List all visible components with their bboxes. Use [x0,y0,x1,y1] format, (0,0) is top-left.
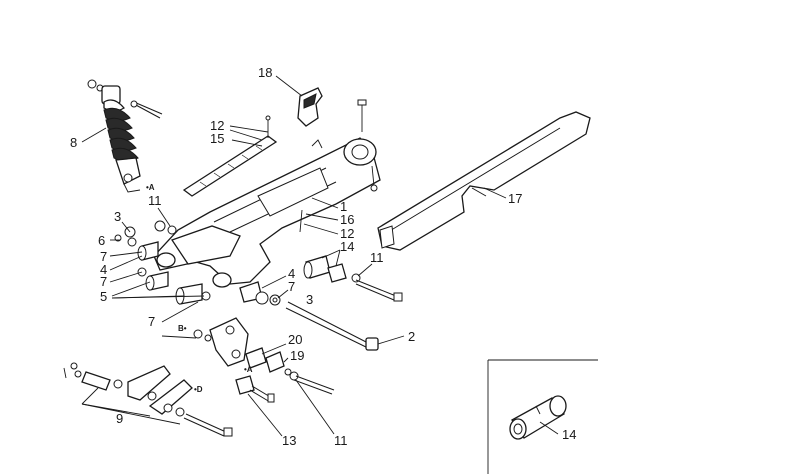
callout-11: 11 [370,250,384,265]
part-15-chain-slider [182,115,278,197]
callout-11: 11 [334,433,348,448]
part-8-shock-absorber [87,79,163,193]
callout-11: 11 [148,193,162,208]
callout-9: 9 [116,411,123,426]
callout-17: 17 [508,191,522,206]
part-9-link-rods [63,362,233,437]
left-bushings [114,220,211,305]
callout-12: 12 [210,118,224,133]
callout-6: 6 [98,233,105,248]
marker-b: B• [178,324,187,333]
part-2-axle-bolt [285,301,379,351]
callout-16: 16 [340,212,354,227]
reference-markers: •A B• •A •D [146,183,253,394]
callout-7: 7 [288,279,295,294]
marker-d: •D [194,385,203,394]
callout-5: 5 [100,289,107,304]
part-13-bolt [235,375,275,403]
marker-a: •A [146,183,155,192]
callout-14: 14 [562,427,576,442]
linkage-rocker [193,317,335,395]
part-18-bracket [297,87,323,127]
callout-14: 14 [340,239,354,254]
callout-19: 19 [290,348,304,363]
callout-3: 3 [114,209,121,224]
marker-a: •A [244,365,253,374]
callout-20: 20 [288,332,302,347]
callout-4: 4 [288,266,295,281]
part-1-swingarm [153,99,381,288]
callout-15: 15 [210,131,224,146]
callout-13: 13 [282,433,296,448]
right-bushings [239,281,281,306]
callout-3: 3 [306,292,313,307]
inset-tool-frame [487,359,598,474]
spacers-and-bolt [303,255,403,302]
callout-7: 7 [100,274,107,289]
callout-4: 4 [100,262,107,277]
callout-18: 18 [258,65,272,80]
callout-7: 7 [148,314,155,329]
callout-labels: 18 8 12 15 11 3 6 7 4 7 5 1 16 12 14 11 … [70,65,576,448]
part-17-chain-guard [377,111,591,251]
callout-12: 12 [340,226,354,241]
callout-2: 2 [408,329,415,344]
callout-7: 7 [100,249,107,264]
callout-1: 1 [340,199,347,214]
callout-8: 8 [70,135,77,150]
leader-lines [81,75,559,437]
